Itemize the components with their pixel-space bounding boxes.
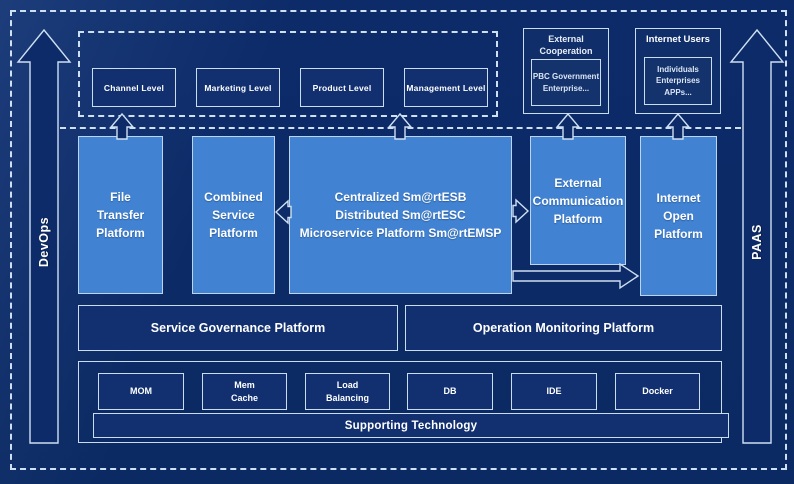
operation-monitoring-platform-box: Operation Monitoring Platform [405,305,722,351]
mem-cache-label: Mem Cache [230,380,258,403]
db-label: DB [443,386,457,397]
outer-dashed-border [10,10,787,470]
individuals-enterprises-apps-box: Individuals Enterprises APPs... [644,57,712,105]
channel-level-box: Channel Level [92,68,176,107]
external-communication-platform-label: External Communication Platform [532,175,624,226]
db-box: DB [407,373,493,410]
service-governance-platform-box: Service Governance Platform [78,305,398,351]
central-esb-platform-label: Centralized Sm@rtESB Distributed Sm@rtES… [299,190,502,240]
marketing-level-label: Marketing Level [204,82,272,93]
product-level-box: Product Level [300,68,384,107]
operation-monitoring-platform-label: Operation Monitoring Platform [472,321,655,335]
management-level-label: Management Level [406,82,486,93]
marketing-level-box: Marketing Level [196,68,280,107]
supporting-technology-label: Supporting Technology [344,419,478,432]
internet-open-platform-box: Internet Open Platform [640,136,717,296]
pbc-government-enterprise-label: PBC Government Enterprise... [532,71,600,93]
mem-cache-box: Mem Cache [202,373,287,410]
mom-box: MOM [98,373,184,410]
mom-label: MOM [130,386,152,397]
devops-rail-label: DevOps [37,216,51,268]
docker-box: Docker [615,373,700,410]
external-cooperation-title: External Cooperation [539,34,593,56]
layer-separator-dashed-line [60,127,741,129]
levels-dashed-container [78,31,498,117]
ide-label: IDE [546,386,562,397]
docker-label: Docker [642,386,673,397]
management-level-box: Management Level [404,68,488,107]
load-balancing-box: Load Balancing [305,373,390,410]
internet-open-platform-label: Internet Open Platform [654,191,703,241]
file-transfer-platform-box: File Transfer Platform [78,136,163,294]
individuals-enterprises-apps-label: Individuals Enterprises APPs... [655,64,701,97]
file-transfer-platform-label: File Transfer Platform [96,190,145,240]
internet-users-title: Internet Users [646,34,710,45]
combined-service-platform-box: Combined Service Platform [192,136,275,294]
ide-box: IDE [511,373,597,410]
central-esb-platform-box: Centralized Sm@rtESB Distributed Sm@rtES… [289,136,512,294]
supporting-technology-bar: Supporting Technology [93,413,729,438]
product-level-label: Product Level [312,82,372,93]
service-governance-platform-label: Service Governance Platform [150,321,326,335]
load-balancing-label: Load Balancing [325,380,369,403]
supporting-technology-container [78,361,722,443]
channel-level-label: Channel Level [103,82,165,93]
pbc-government-enterprise-box: PBC Government Enterprise... [531,59,601,106]
combined-service-platform-label: Combined Service Platform [204,190,263,240]
paas-rail-label: PAAS [750,224,764,260]
external-communication-platform-box: External Communication Platform [530,136,626,265]
